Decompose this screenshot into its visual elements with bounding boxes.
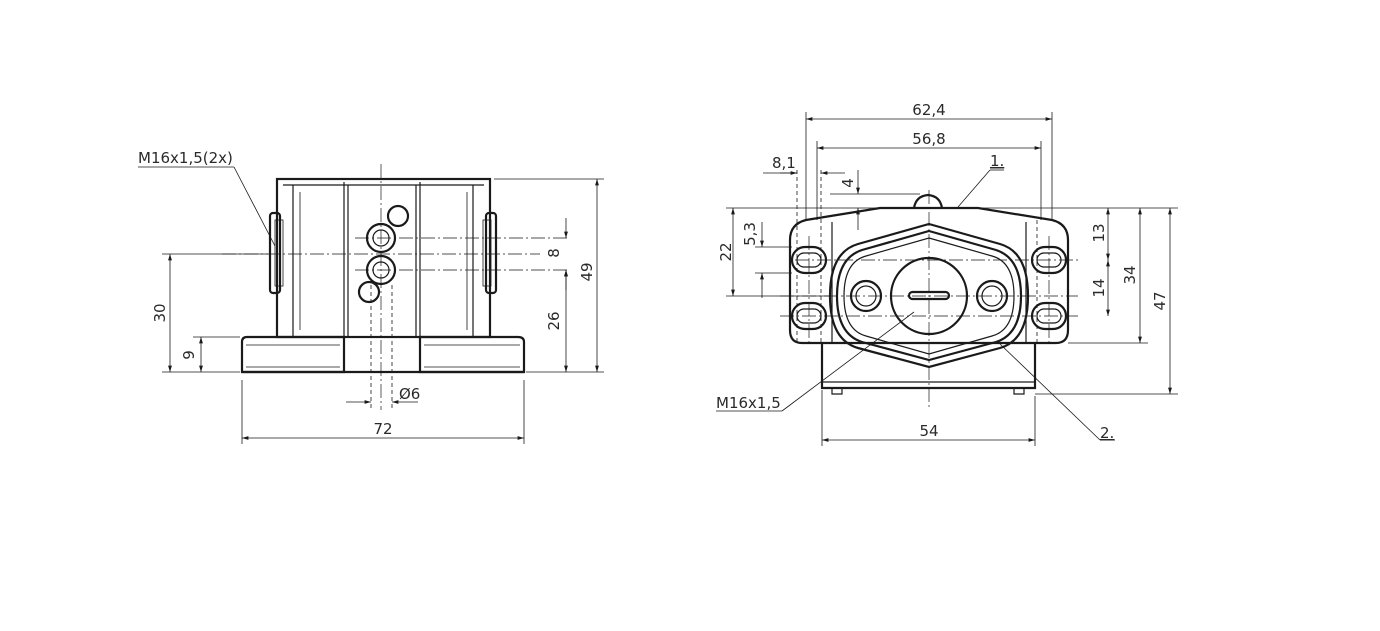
dim-26: 26 bbox=[545, 311, 563, 330]
right-base-flange bbox=[418, 335, 526, 374]
dim-5-3: 5,3 bbox=[741, 222, 759, 246]
left-thread-label: M16x1,5(2x) bbox=[138, 149, 233, 167]
dim-8: 8 bbox=[545, 248, 563, 258]
dim-34: 34 bbox=[1121, 265, 1139, 284]
dim-62-4: 62,4 bbox=[912, 101, 945, 119]
base-plate bbox=[820, 343, 1037, 390]
upper-hole bbox=[386, 204, 410, 228]
dim-diameter-6: Ø6 bbox=[399, 385, 420, 403]
lower-hole bbox=[357, 280, 381, 304]
left-view: 72 Ø6 30 9 49 26 8 M16x1,5(2x) bbox=[138, 149, 604, 444]
dim-22: 22 bbox=[717, 242, 735, 261]
body-outline bbox=[275, 177, 492, 339]
dim-54: 54 bbox=[919, 422, 938, 440]
dim-13: 13 bbox=[1090, 223, 1108, 242]
dim-30: 30 bbox=[151, 303, 169, 322]
top-nub bbox=[912, 193, 944, 209]
dim-49: 49 bbox=[578, 262, 596, 281]
dim-4: 4 bbox=[839, 178, 857, 188]
dim-9: 9 bbox=[180, 350, 198, 360]
dim-14: 14 bbox=[1090, 278, 1108, 297]
left-thread-boss bbox=[268, 211, 282, 295]
dim-72: 72 bbox=[373, 420, 392, 438]
callout-1: 1. bbox=[990, 152, 1004, 170]
dim-8-1: 8,1 bbox=[772, 154, 796, 172]
right-thread-boss bbox=[484, 211, 498, 295]
right-view: 62,4 56,8 8,1 4 22 5,3 13 14 bbox=[716, 101, 1178, 446]
right-thread-label: M16x1,5 bbox=[716, 394, 781, 412]
dim-56-8: 56,8 bbox=[912, 130, 945, 148]
housing-outline bbox=[788, 206, 1070, 345]
dim-47: 47 bbox=[1151, 291, 1169, 310]
callout-2: 2. bbox=[1100, 424, 1114, 442]
